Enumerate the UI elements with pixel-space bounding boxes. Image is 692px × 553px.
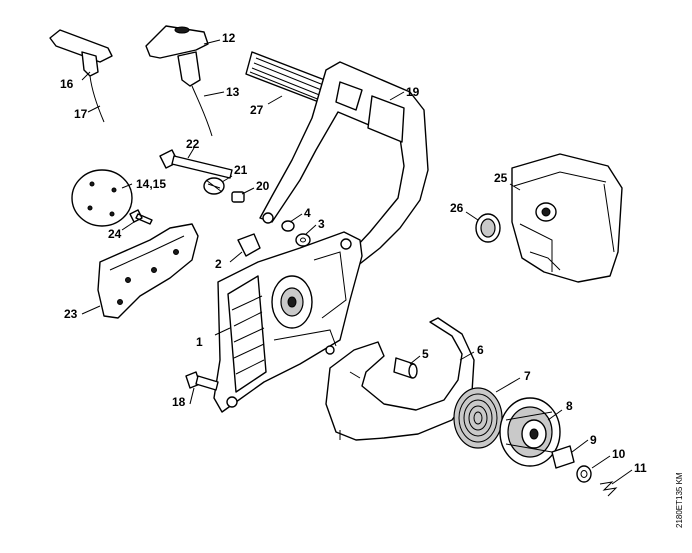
callout-3: 3 <box>318 217 325 231</box>
label-plate-27 <box>245 51 331 105</box>
callout-20: 20 <box>256 179 270 193</box>
sleeve-20 <box>231 191 245 203</box>
callout-23: 23 <box>64 307 78 321</box>
callout-17: 17 <box>74 107 88 121</box>
callout-18: 18 <box>172 395 186 409</box>
washer-10 <box>576 465 592 483</box>
rope-rotor-8 <box>499 397 561 467</box>
callout-14-15: 14,15 <box>136 177 166 191</box>
callout-26: 26 <box>450 201 464 215</box>
screw-18 <box>185 371 219 391</box>
callout-labels: 1 2 3 4 5 6 7 8 9 10 11 12 13 14,15 16 1… <box>60 31 647 475</box>
nut-26 <box>475 213 501 243</box>
callout-13: 13 <box>226 85 240 99</box>
callout-27: 27 <box>250 103 264 117</box>
filter-cover-25 <box>511 153 623 283</box>
callout-21: 21 <box>234 163 248 177</box>
leader-lines <box>81 39 633 485</box>
washer-3 <box>295 233 311 247</box>
fan-housing-1 <box>213 231 363 413</box>
rewind-spring-7 <box>453 387 503 449</box>
bushing-4 <box>281 220 295 232</box>
callout-10: 10 <box>612 447 626 461</box>
callout-12: 12 <box>222 31 236 45</box>
disc-14-15 <box>71 169 133 227</box>
plug-2 <box>237 233 261 257</box>
callout-1: 1 <box>196 335 203 349</box>
callout-6: 6 <box>477 343 484 357</box>
spring-21 <box>203 177 225 195</box>
starter-grip-12 <box>145 25 213 137</box>
starter-grip-16 <box>49 29 113 123</box>
document-id: 2180ET135 KM <box>675 472 684 528</box>
handle-bar-19 <box>259 61 429 272</box>
callout-2: 2 <box>215 257 222 271</box>
guide-plate-6 <box>325 317 475 441</box>
callout-8: 8 <box>566 399 573 413</box>
callout-11: 11 <box>634 461 647 475</box>
callout-19: 19 <box>406 85 420 99</box>
screw-24 <box>129 209 153 225</box>
spring-clip-11 <box>599 481 618 497</box>
bolt-22 <box>159 149 233 179</box>
callout-24: 24 <box>108 227 122 241</box>
pawl-9 <box>551 445 575 469</box>
pin-5 <box>393 357 418 379</box>
callout-16: 16 <box>60 77 74 91</box>
callout-5: 5 <box>422 347 429 361</box>
cover-plate-23 <box>97 223 199 319</box>
callout-25: 25 <box>494 171 508 185</box>
callout-22: 22 <box>186 137 200 151</box>
callout-9: 9 <box>590 433 597 447</box>
callout-7: 7 <box>524 369 531 383</box>
callout-4: 4 <box>304 206 311 220</box>
